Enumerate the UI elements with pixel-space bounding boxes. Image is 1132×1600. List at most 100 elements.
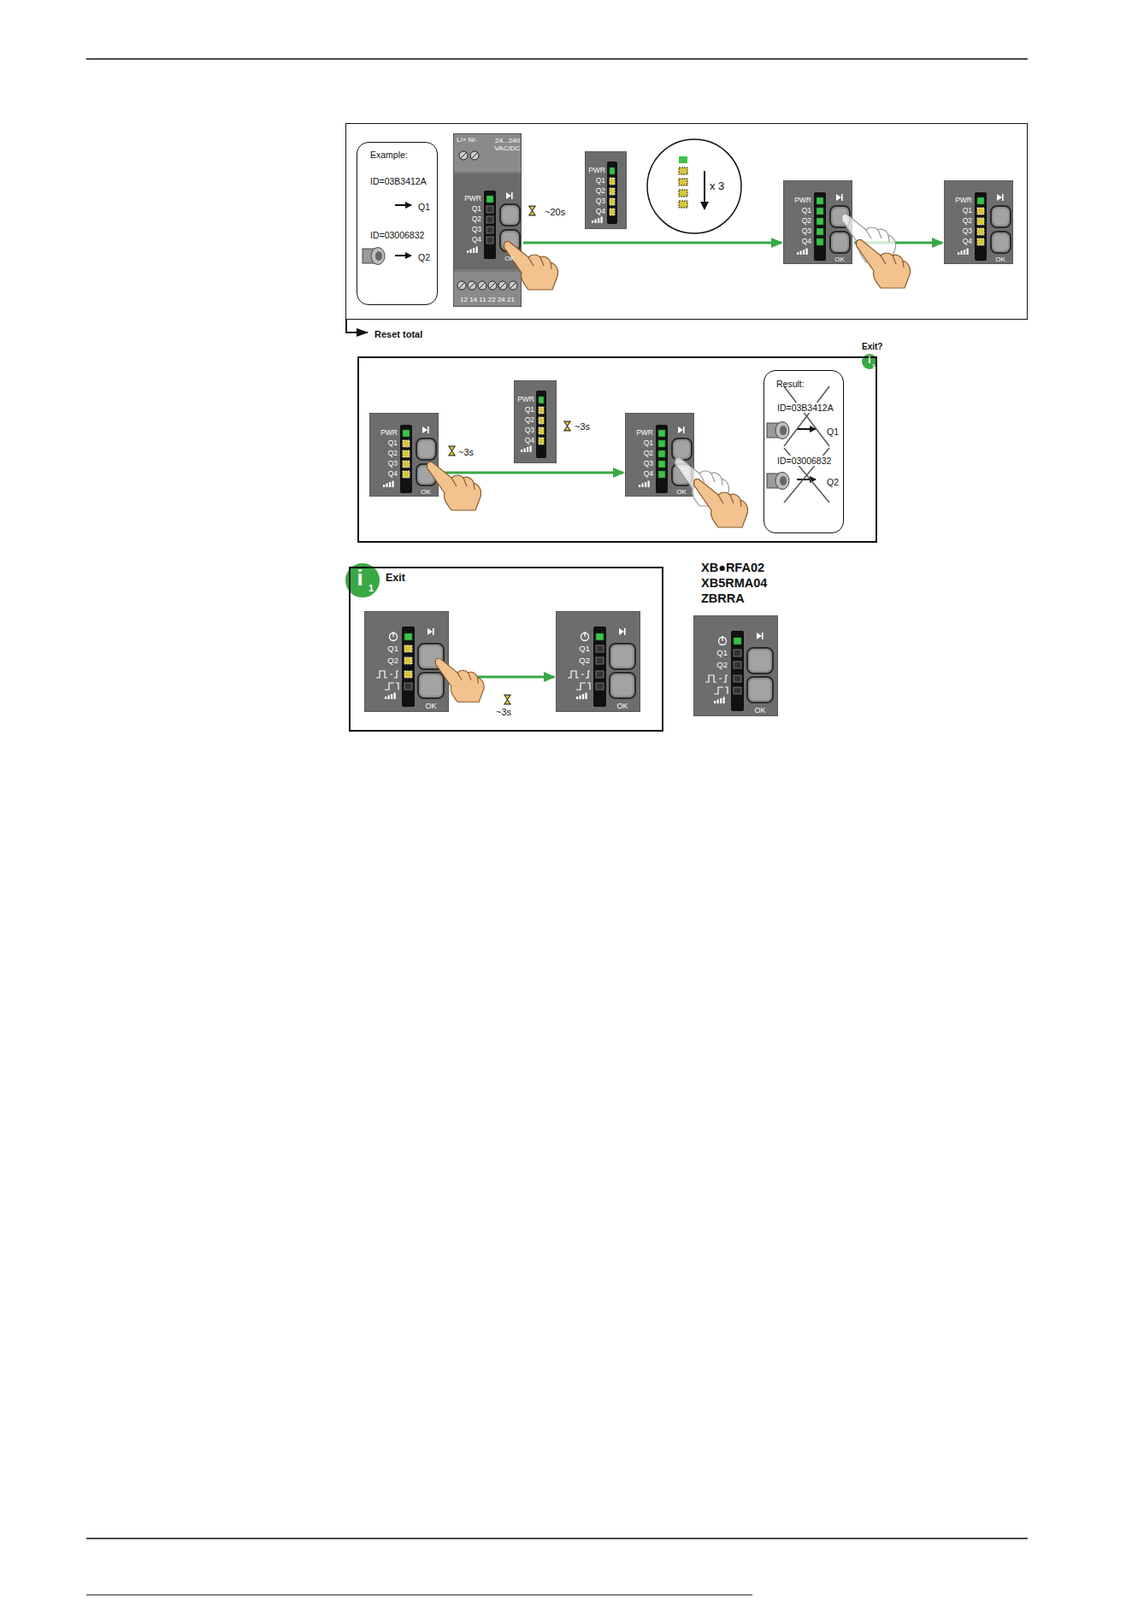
led-label: Q1 (643, 439, 654, 449)
led-label: PWR (380, 429, 398, 438)
hand (693, 479, 748, 528)
step-panel: Reset totalPWRQ1Q2Q3Q4OKPWRQ1Q2Q3Q4PWRQ1… (357, 356, 878, 543)
led-label: Q3 (595, 197, 606, 207)
hand (855, 240, 910, 289)
note-text: Q1 (418, 201, 431, 213)
part-number: ZBRRA (701, 591, 745, 607)
led-label: Q4 (962, 237, 973, 247)
timer-icon (529, 206, 536, 216)
button-label: OK (420, 488, 431, 496)
led-label: PWR (636, 429, 654, 438)
note-text: ID=03006832 (776, 455, 832, 466)
note-text: Example: (370, 149, 408, 160)
led-label: Q2 (643, 449, 654, 459)
module-body (624, 412, 695, 497)
button-label: OK (676, 488, 687, 496)
assign-arrow (796, 428, 816, 431)
led-label: Q1 (595, 176, 606, 186)
note-box: Example: ID=03B3412A Q1ID=03006832Q2 (356, 141, 438, 306)
led-label: Q1 (801, 206, 812, 216)
led-label: Q1 (578, 644, 590, 655)
receiver-module: Q1Q2OK (364, 611, 449, 713)
receiver-module: Q1Q2OK (555, 611, 641, 713)
footer-rule (86, 1538, 1028, 1540)
button-label: OK (834, 255, 845, 264)
led-label: Q2 (524, 416, 535, 425)
module-body (513, 380, 557, 464)
receiver-module: PWRQ1Q2Q3Q4OK (369, 412, 439, 497)
led-label: Q3 (388, 459, 398, 469)
receiver-module: PWRQ1Q2Q3Q4 (584, 151, 627, 230)
led-label: Q3 (643, 459, 654, 469)
note-text: Result: (776, 378, 805, 390)
note-text: Q2 (418, 252, 431, 263)
ghost-hand (674, 458, 729, 507)
ghost-hand (841, 214, 896, 263)
step-arrow (450, 676, 555, 679)
button-label: OK (424, 701, 437, 711)
led-label: Q4 (524, 436, 535, 446)
led-label: Q2 (801, 217, 812, 226)
led-label: Q2 (595, 187, 606, 196)
led-label: Q1 (471, 205, 482, 214)
part-number: XB5RMA04 (701, 576, 767, 591)
assign-arrow (395, 204, 412, 207)
hand (503, 241, 558, 290)
module-body (943, 180, 1014, 265)
module-body (693, 615, 779, 717)
led-label: Q4 (801, 237, 812, 247)
note-text: ID=03B3412A (370, 176, 427, 187)
led-label: Q2 (387, 656, 399, 667)
module-body (453, 133, 522, 307)
timer-icon (564, 421, 571, 431)
flow-arrow (346, 319, 368, 333)
time-label: ~20s (544, 206, 566, 219)
led-label: Q1 (962, 206, 973, 216)
assign-arrow (796, 478, 816, 481)
led-label: Q1 (387, 644, 399, 655)
time-label: ~3s (458, 447, 474, 459)
note-text: Q2 (825, 477, 840, 488)
led-label: Q2 (578, 656, 590, 667)
pushbutton-icon (766, 422, 790, 440)
led-label: PWR (464, 194, 482, 204)
assign-arrow (395, 254, 412, 257)
timer-icon (504, 695, 511, 705)
pushbutton-icon (766, 472, 790, 490)
led-label: Q4 (643, 470, 654, 479)
led-label: Q3 (962, 227, 973, 236)
button-label: OK (754, 706, 766, 715)
module-body (555, 611, 641, 713)
info-icon-text: i (867, 354, 871, 367)
led-label: Q1 (388, 439, 398, 449)
step-panel: Example:ID=03B3412AQ1ID=03006832Q2L/+ N/… (345, 123, 1028, 320)
note-text: ID=03006832 (370, 229, 425, 241)
time-label: ~3s (495, 707, 512, 719)
led-label: Q2 (962, 217, 973, 226)
supply-label: 24...240 VAC/DC (489, 136, 520, 153)
led-label: PWR (588, 166, 606, 176)
step-arrow (854, 241, 943, 245)
led-label: Q2 (388, 449, 398, 459)
led-label: Q1 (716, 648, 728, 659)
step-arrow (440, 471, 624, 475)
pushbutton-icon (362, 247, 385, 266)
module-body (783, 180, 853, 265)
led-label: Q3 (471, 225, 482, 235)
led-label: Q4 (471, 235, 482, 245)
led-label: Q4 (388, 470, 398, 479)
led-label: Q4 (595, 207, 606, 217)
led-label: Q3 (801, 227, 812, 236)
receiver-module: PWRQ1Q2Q3Q4OK (624, 412, 695, 497)
timer-icon (448, 446, 455, 456)
receiver-module: PWRQ1Q2Q3Q4OK (943, 180, 1014, 265)
led-label: Q2 (471, 215, 482, 225)
part-number: XB●RFA02 (701, 560, 765, 576)
led-label: Q3 (524, 426, 535, 436)
receiver-module: PWRQ1Q2Q3Q4 (513, 380, 557, 464)
info-icon-text: 1 (872, 363, 875, 370)
info-icon-text: i (356, 566, 363, 592)
blink-circle (647, 139, 742, 234)
module-body (584, 151, 627, 230)
